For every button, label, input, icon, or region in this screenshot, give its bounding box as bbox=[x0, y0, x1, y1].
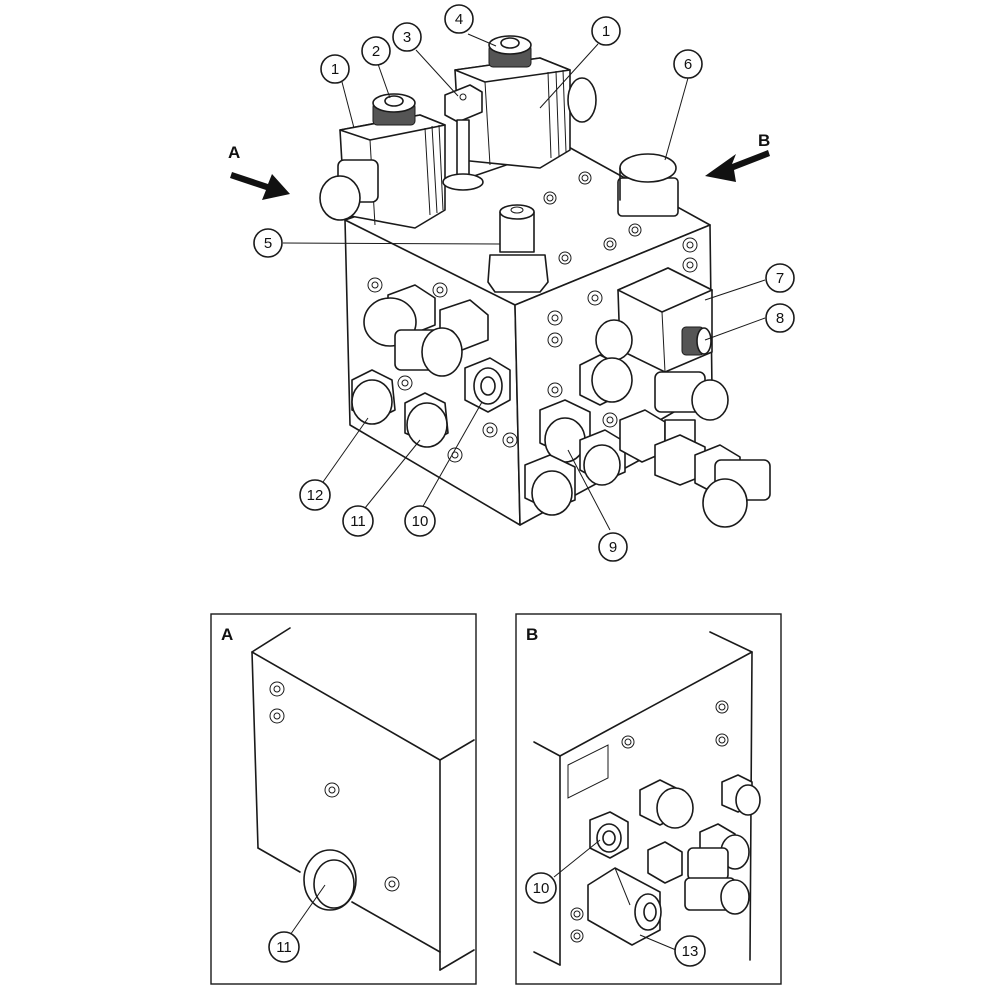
solenoid-left bbox=[319, 114, 446, 229]
mounting-stud bbox=[442, 84, 484, 191]
main-view: A B 1 2 bbox=[228, 4, 795, 562]
callout-3: 3 bbox=[392, 22, 422, 52]
svg-text:1: 1 bbox=[331, 61, 339, 78]
callout-6: 6 bbox=[673, 49, 703, 79]
solenoid-right bbox=[454, 57, 597, 169]
svg-text:11: 11 bbox=[276, 939, 292, 956]
arrow-a-label: A bbox=[228, 143, 240, 162]
knob-right bbox=[488, 35, 532, 68]
svg-text:3: 3 bbox=[403, 29, 411, 46]
svg-text:8: 8 bbox=[776, 310, 784, 327]
callout-10-detail-b: 10 bbox=[525, 872, 557, 904]
svg-text:1: 1 bbox=[602, 23, 610, 40]
knob-left bbox=[372, 93, 416, 126]
svg-text:7: 7 bbox=[776, 270, 784, 287]
callout-2: 2 bbox=[361, 36, 391, 66]
svg-text:11: 11 bbox=[350, 513, 366, 530]
detail-b-panel: B 10 bbox=[515, 613, 782, 985]
callout-9: 9 bbox=[598, 532, 628, 562]
callout-1-right: 1 bbox=[591, 16, 621, 46]
callout-12: 12 bbox=[299, 479, 331, 511]
detail-a-label: A bbox=[221, 625, 233, 644]
svg-text:6: 6 bbox=[684, 56, 692, 73]
svg-text:10: 10 bbox=[412, 513, 429, 530]
callout-1-left: 1 bbox=[320, 54, 350, 84]
callout-8: 8 bbox=[765, 303, 795, 333]
callout-11-detail-a: 11 bbox=[268, 931, 300, 963]
right-fittings bbox=[524, 354, 771, 528]
arrow-a: A bbox=[228, 143, 290, 200]
callout-11: 11 bbox=[342, 505, 374, 537]
callout-5: 5 bbox=[253, 228, 283, 258]
relief-valve bbox=[487, 204, 549, 293]
leader-lines bbox=[282, 33, 766, 531]
svg-text:12: 12 bbox=[307, 487, 324, 504]
svg-text:4: 4 bbox=[455, 11, 463, 28]
front-fittings bbox=[351, 284, 511, 448]
svg-text:2: 2 bbox=[372, 43, 380, 60]
callout-4: 4 bbox=[444, 4, 474, 34]
arrow-b-label: B bbox=[758, 131, 770, 150]
svg-text:5: 5 bbox=[264, 235, 272, 252]
callout-10: 10 bbox=[404, 505, 436, 537]
callout-7: 7 bbox=[765, 263, 795, 293]
cap-plug bbox=[617, 153, 679, 217]
callout-13-detail-b: 13 bbox=[674, 935, 706, 967]
detail-b-label: B bbox=[526, 625, 538, 644]
detail-a-panel: A 11 bbox=[210, 613, 477, 985]
svg-text:9: 9 bbox=[609, 539, 617, 556]
svg-text:13: 13 bbox=[682, 943, 699, 960]
arrow-b: B bbox=[705, 131, 770, 182]
pressure-sensor bbox=[595, 267, 713, 373]
svg-text:10: 10 bbox=[533, 880, 550, 897]
